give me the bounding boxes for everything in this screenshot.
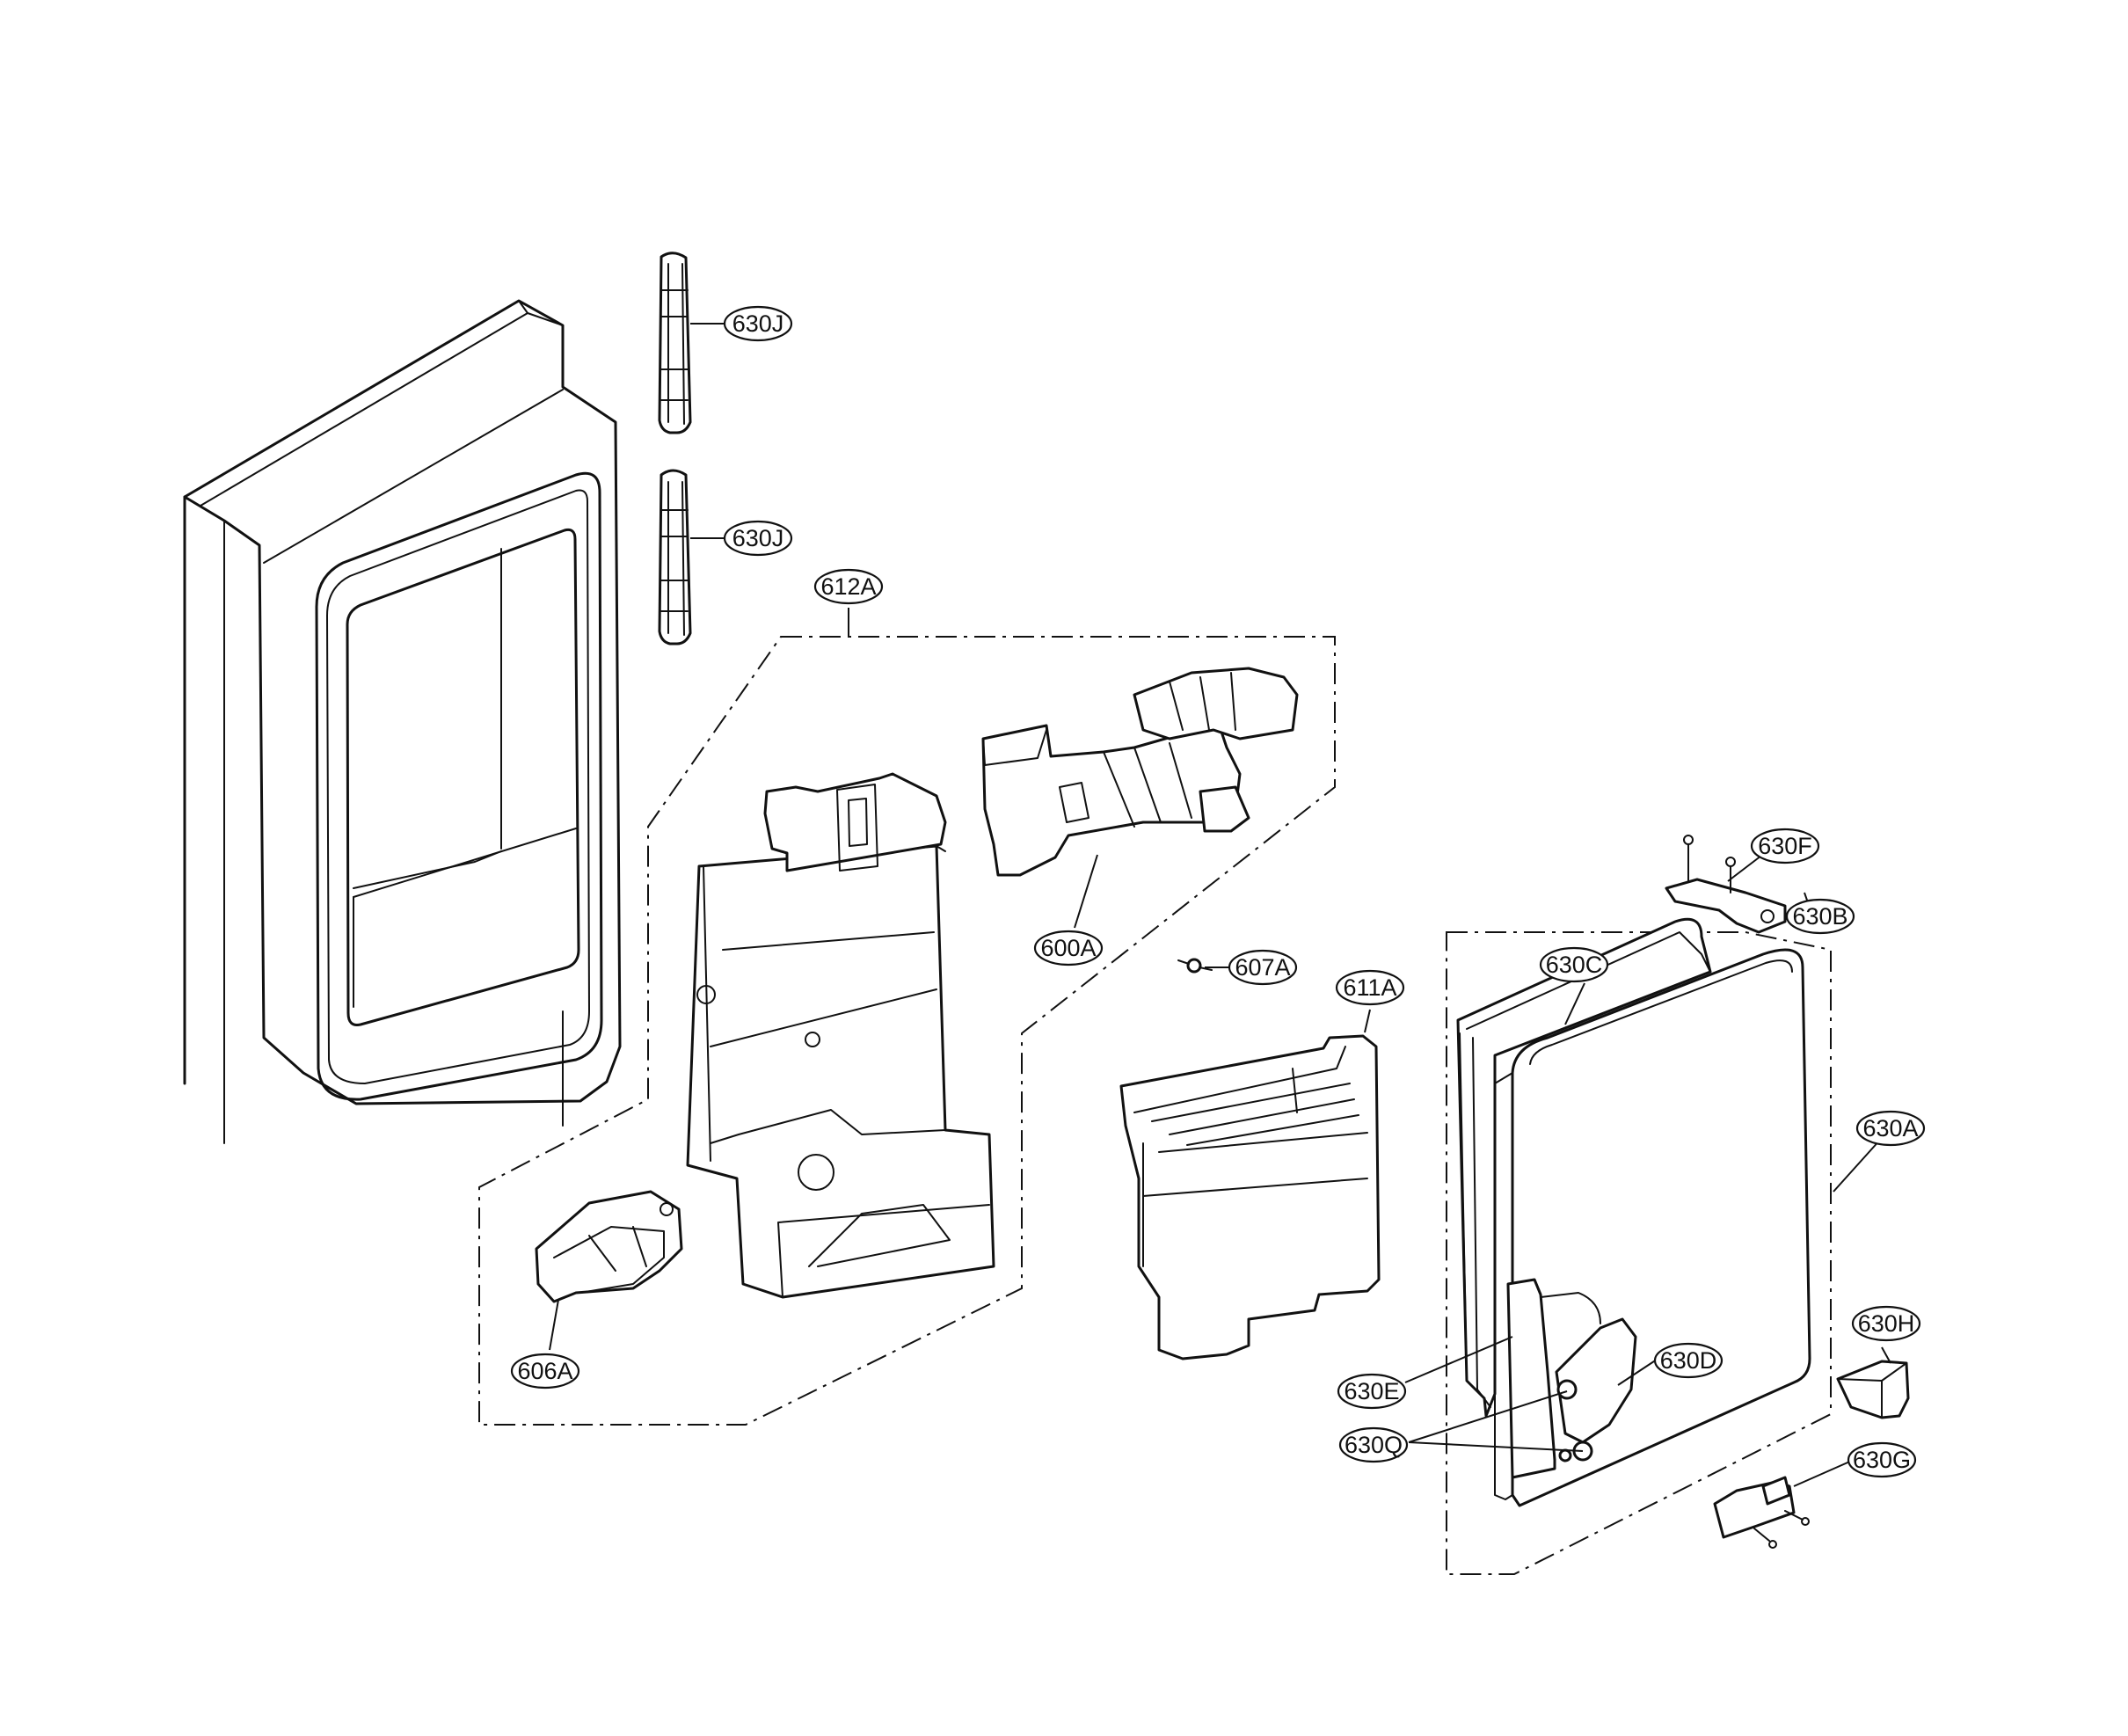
callout-630E: 630E	[1337, 1373, 1407, 1410]
svg-text:630F: 630F	[1758, 833, 1812, 859]
svg-text:630D: 630D	[1660, 1347, 1717, 1374]
svg-text:630Q: 630Q	[1345, 1432, 1403, 1458]
callout-630J-bottom: 630J	[723, 520, 793, 557]
part-630F-bracket	[1665, 835, 1787, 934]
svg-text:630H: 630H	[1858, 1310, 1915, 1337]
part-630J-top	[658, 252, 692, 434]
callout-630H: 630H	[1851, 1305, 1921, 1342]
refrigerator-door	[183, 299, 622, 1144]
svg-text:606A: 606A	[517, 1358, 572, 1384]
callout-607A: 607A	[1228, 949, 1298, 986]
svg-text:612A: 612A	[820, 573, 876, 600]
callout-630J-top: 630J	[723, 305, 793, 342]
part-630H-bracket	[1836, 1360, 1910, 1419]
part-630C-gasket	[1456, 917, 1712, 1418]
part-630J-bottom	[658, 469, 692, 646]
svg-text:630J: 630J	[732, 310, 784, 337]
svg-text:630C: 630C	[1546, 952, 1603, 978]
callout-630Q: 630Q	[1338, 1426, 1409, 1463]
callout-630D: 630D	[1653, 1342, 1724, 1379]
svg-text:600A: 600A	[1040, 935, 1096, 961]
svg-text:630B: 630B	[1792, 903, 1847, 930]
callout-630B: 630B	[1785, 898, 1855, 935]
callout-630A: 630A	[1855, 1110, 1926, 1147]
svg-text:630J: 630J	[732, 525, 784, 551]
callout-630G: 630G	[1847, 1441, 1917, 1478]
svg-text:630E: 630E	[1344, 1378, 1399, 1404]
part-630E-cover	[1506, 1278, 1601, 1479]
callout-600A: 600A	[1033, 930, 1104, 966]
svg-text:607A: 607A	[1235, 954, 1290, 981]
svg-text:611A: 611A	[1343, 974, 1396, 1001]
svg-text:630G: 630G	[1853, 1447, 1911, 1473]
svg-text:630A: 630A	[1862, 1115, 1918, 1142]
callout-630C: 630C	[1539, 946, 1609, 983]
callout-612A: 612A	[813, 568, 884, 605]
callout-611A: 611A	[1335, 969, 1405, 1006]
part-607A-screw	[1177, 958, 1213, 974]
callout-630F: 630F	[1750, 828, 1820, 864]
assembly-outline-630A	[1446, 931, 1832, 1575]
assembly-outline-612A	[478, 636, 1336, 1426]
part-611A-cover	[1119, 1034, 1381, 1360]
callout-606A: 606A	[510, 1353, 580, 1390]
part-600A-ice-maker	[981, 667, 1299, 877]
dispenser-bracket	[686, 772, 995, 1299]
part-630G-hinge	[1713, 1476, 1810, 1549]
part-606A	[535, 1190, 683, 1303]
